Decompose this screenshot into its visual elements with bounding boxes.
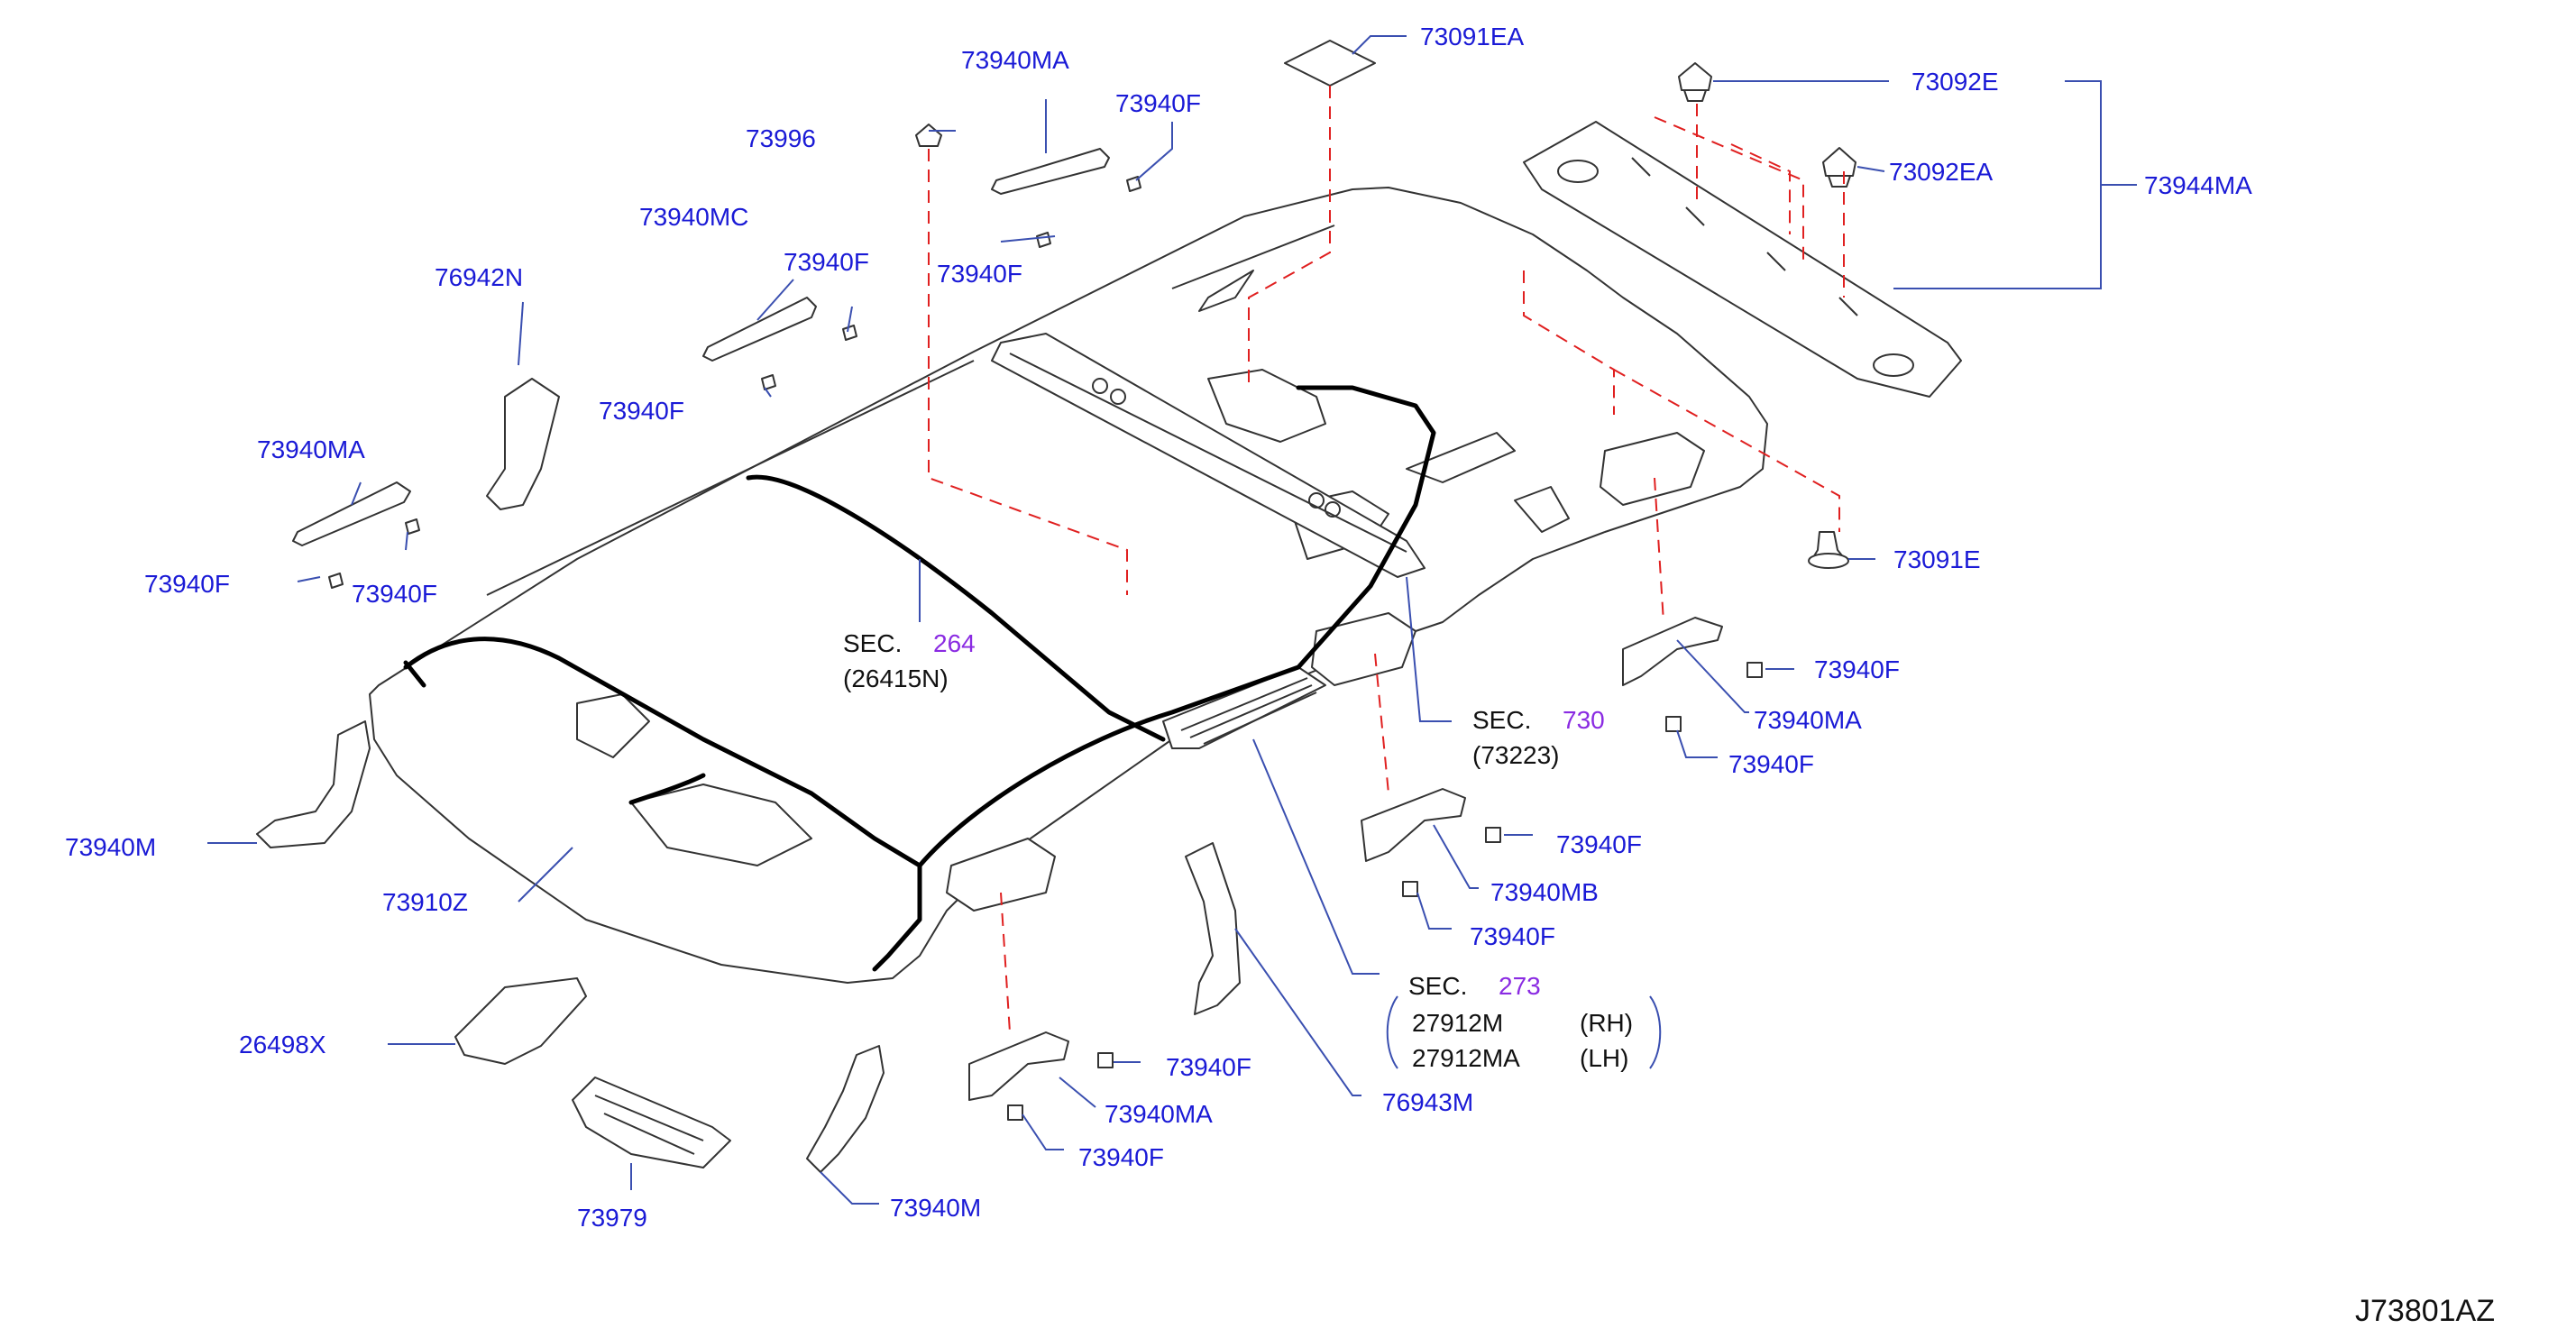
handle-73940MA-bottom [968,1031,1069,1101]
wire-harness-26415N [403,385,1436,972]
clip-73092E [1678,62,1712,102]
label-73940MA-r: 73940MA [1754,706,1862,734]
clip-73091E [1808,531,1849,569]
label-73940F-b2: 73940F [1078,1143,1164,1171]
label-73940M-left: 73940M [65,833,156,861]
handle-73940M-left [256,720,371,848]
label-73940F-r2: 73940F [1728,750,1814,778]
vanity-pad-right [1600,432,1705,506]
label-73940M-bottom: 73940M [890,1194,981,1222]
sec273-row1-part: 27912M [1412,1009,1503,1037]
label-76943M: 76943M [1382,1088,1473,1116]
label-73940F-top1: 73940F [1115,89,1201,117]
sec273-number: 273 [1499,972,1541,1000]
label-76942N: 76942N [435,263,523,291]
clip-73092EA [1822,147,1856,188]
handle-73940M-bottom [806,1045,885,1173]
sec264-part: (26415N) [843,664,949,692]
sec273-row1-side: (RH) [1580,1009,1633,1037]
rear-trim-73944MA [1523,121,1962,398]
clip-73996 [915,124,942,147]
label-73940MA-left: 73940MA [257,435,365,463]
handle-76942N [486,378,560,510]
label-73940MA-b: 73940MA [1105,1100,1213,1128]
label-73996: 73996 [746,124,816,152]
label-73910Z: 73910Z [382,888,468,916]
sec264-number: 264 [933,629,976,657]
pad-73091EA [1284,40,1376,87]
handle-73940MB [1361,788,1466,862]
label-73940F-top2: 73940F [937,260,1022,288]
label-73940F-mb1: 73940F [1556,830,1642,858]
part-labels: 73091EA 73092E 73092EA 73944MA 73940MA 7… [65,23,2252,1232]
label-73940MC: 73940MC [639,203,748,231]
label-73940F-left2: 73940F [352,580,437,608]
section-ref-264: SEC. 264 (26415N) [843,629,976,692]
cover-73979 [572,1077,731,1168]
label-73091E: 73091E [1893,545,1981,573]
section-ref-730: SEC. 730 (73223) [1472,706,1605,769]
handle-73940MA-right [1622,617,1723,686]
sec730-number: 730 [1563,706,1605,734]
handle-73940MA-top [991,148,1110,195]
label-73940F-r1: 73940F [1814,655,1900,683]
vanity-pad-left [946,838,1056,912]
sec730-part: (73223) [1472,741,1560,769]
label-73091EA: 73091EA [1420,23,1525,50]
label-73092E: 73092E [1911,68,1999,96]
sec273-prefix: SEC. [1408,972,1467,1000]
label-73940MA-top: 73940MA [961,46,1069,74]
label-73979: 73979 [577,1204,647,1232]
section-ref-273: SEC. 273 27912M (RH) 27912MA (LH) [1408,972,1633,1072]
label-73940F-mc2: 73940F [599,397,684,425]
label-73940F-left1: 73940F [144,570,230,598]
sec730-prefix: SEC. [1472,706,1531,734]
label-73940MB: 73940MB [1490,878,1599,906]
diagram-id: J73801AZ [2355,1294,2495,1328]
label-73940F-b1: 73940F [1166,1053,1251,1081]
handle-76943M [1185,842,1241,1015]
bracket-26498X [454,977,587,1065]
leader-lines [207,35,2137,1205]
dashed-guides [928,86,1845,1033]
label-73940F-mb2: 73940F [1470,922,1555,950]
label-73940F-mc1: 73940F [784,248,869,276]
vanity-pad-center [1311,612,1416,686]
sec264-prefix: SEC. [843,629,902,657]
headliner-73910Z [369,187,1768,984]
roof-console-area [991,333,1426,749]
sec273-row2-part: 27912MA [1412,1044,1520,1072]
label-73092EA: 73092EA [1889,158,1994,186]
sec273-row2-side: (LH) [1580,1044,1628,1072]
handle-73940MA-left [292,481,411,546]
label-26498X: 26498X [239,1031,326,1058]
label-73944MA: 73944MA [2144,171,2252,199]
handle-73940MC [702,297,817,362]
